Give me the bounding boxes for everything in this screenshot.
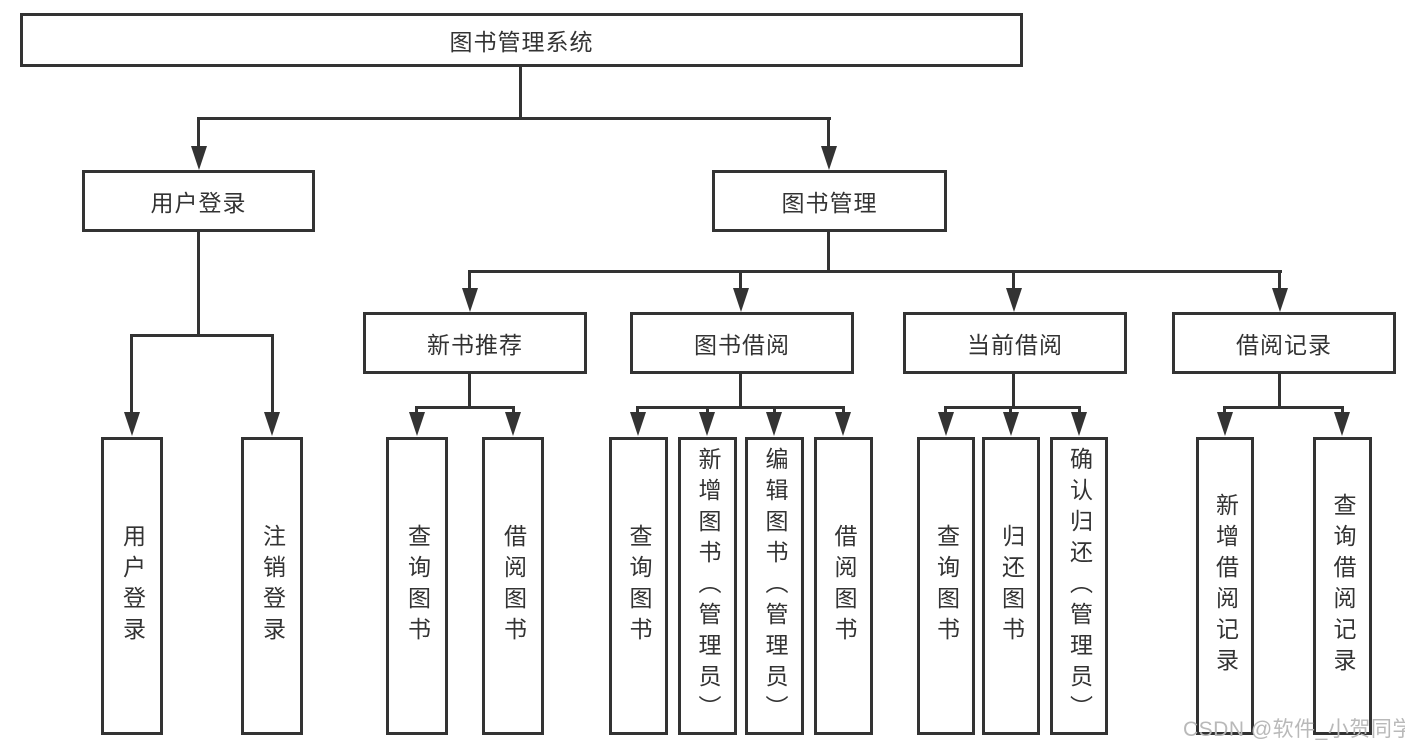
node-borrowing-records: 借阅记录 (1172, 312, 1396, 374)
connector-root-split (198, 117, 831, 120)
node-book-management: 图书管理 (712, 170, 947, 232)
connector-borrow-records-stem (1278, 374, 1281, 409)
connector-book-mgmt-split (468, 270, 1282, 273)
leaf-confirm-return-admin: 确认归还（管理员） (1050, 437, 1108, 735)
connector-to-leaf-logout (271, 334, 274, 416)
leaf-query-books-borrowing: 查询图书 (609, 437, 668, 735)
node-root: 图书管理系统 (20, 13, 1023, 67)
leaf-user-login-label: 用户登录 (119, 524, 146, 648)
arrow-to-book-management (821, 146, 837, 170)
connector-book-mgmt-stem (827, 232, 830, 273)
arrow-bb-leaf2 (699, 412, 715, 436)
arrow-to-leaf-logout (264, 412, 280, 436)
leaf-logout: 注销登录 (241, 437, 303, 735)
connector-to-new-book (468, 270, 471, 292)
leaf-add-book-admin: 新增图书（管理员） (678, 437, 737, 735)
arrow-cb-leaf3 (1071, 412, 1087, 436)
leaf-logout-label: 注销登录 (259, 524, 286, 648)
connector-new-book-stem (468, 374, 471, 409)
node-new-book-recommendation: 新书推荐 (363, 312, 587, 374)
leaf-query-books-current-label: 查询图书 (933, 524, 960, 648)
arrow-nb-leaf2 (505, 412, 521, 436)
connector-bb-leaf4 (842, 406, 845, 416)
connector-cb-leaf3 (1078, 406, 1081, 416)
node-user-login: 用户登录 (82, 170, 315, 232)
node-current-borrowing: 当前借阅 (903, 312, 1127, 374)
connector-br-leaf1 (1223, 406, 1226, 416)
connector-current-borrow-split (944, 406, 1081, 409)
arrow-to-leaf-user-login (124, 412, 140, 436)
leaf-query-books-recommend-label: 查询图书 (404, 524, 431, 648)
connector-to-user-login (197, 117, 200, 151)
connector-root-stem (519, 67, 522, 120)
leaf-return-book-label: 归还图书 (998, 524, 1025, 648)
leaf-borrow-books-recommend-label: 借阅图书 (500, 524, 527, 648)
leaf-query-borrow-record: 查询借阅记录 (1313, 437, 1372, 735)
connector-borrow-records-split (1223, 406, 1344, 409)
leaf-edit-book-admin: 编辑图书（管理员） (745, 437, 804, 735)
connector-bb-leaf3 (773, 406, 776, 416)
leaf-add-borrow-record: 新增借阅记录 (1196, 437, 1254, 735)
leaf-query-books-current: 查询图书 (917, 437, 975, 735)
arrow-br-leaf1 (1217, 412, 1233, 436)
node-root-label: 图书管理系统 (449, 29, 594, 55)
arrow-to-current-borrow (1006, 288, 1022, 312)
node-user-login-label: 用户登录 (150, 190, 247, 216)
connector-book-borrow-stem (739, 374, 742, 409)
connector-nb-leaf1 (415, 406, 418, 416)
arrow-to-borrow-records (1272, 288, 1288, 312)
connector-bb-leaf2 (706, 406, 709, 416)
node-new-book-label: 新书推荐 (427, 332, 523, 358)
connector-to-borrow-records (1278, 270, 1281, 292)
leaf-borrow-books-borrowing: 借阅图书 (814, 437, 873, 735)
connector-cb-leaf2 (1009, 406, 1012, 416)
leaf-borrow-books-recommend: 借阅图书 (482, 437, 544, 735)
node-book-borrowing: 图书借阅 (630, 312, 854, 374)
leaf-query-borrow-record-label: 查询借阅记录 (1330, 493, 1356, 679)
leaf-query-books-borrowing-label: 查询图书 (626, 524, 652, 648)
connector-nb-leaf2 (512, 406, 515, 416)
arrow-br-leaf2 (1334, 412, 1350, 436)
leaf-add-borrow-record-label: 新增借阅记录 (1212, 493, 1239, 679)
arrow-to-new-book (462, 288, 478, 312)
node-book-borrowing-label: 图书借阅 (694, 332, 790, 358)
leaf-add-book-admin-label: 新增图书（管理员） (695, 446, 721, 726)
leaf-user-login: 用户登录 (101, 437, 163, 735)
connector-to-book-borrow (739, 270, 742, 292)
arrow-bb-leaf3 (766, 412, 782, 436)
connector-current-borrow-stem (1012, 374, 1015, 409)
connector-to-current-borrow (1012, 270, 1015, 292)
connector-book-borrow-split (636, 406, 845, 409)
arrow-bb-leaf1 (630, 412, 646, 436)
connector-new-book-split (415, 406, 515, 409)
arrow-cb-leaf2 (1003, 412, 1019, 436)
arrow-cb-leaf1 (938, 412, 954, 436)
watermark: CSDN @软件_小贺同学 (1183, 718, 1405, 741)
connector-br-leaf2 (1341, 406, 1344, 416)
leaf-confirm-return-admin-label: 确认归还（管理员） (1066, 446, 1093, 726)
node-borrowing-records-label: 借阅记录 (1236, 332, 1332, 358)
leaf-return-book: 归还图书 (982, 437, 1040, 735)
connector-user-login-stem (197, 232, 200, 337)
node-current-borrowing-label: 当前借阅 (967, 332, 1063, 358)
node-book-management-label: 图书管理 (781, 190, 878, 216)
connector-cb-leaf1 (944, 406, 947, 416)
leaf-borrow-books-borrowing-label: 借阅图书 (831, 524, 857, 648)
connector-to-book-management (827, 117, 830, 151)
arrow-bb-leaf4 (835, 412, 851, 436)
connector-user-login-split (130, 334, 274, 337)
arrow-to-user-login (191, 146, 207, 170)
leaf-query-books-recommend: 查询图书 (386, 437, 448, 735)
connector-to-leaf-user-login (130, 334, 133, 416)
arrow-nb-leaf1 (409, 412, 425, 436)
leaf-edit-book-admin-label: 编辑图书（管理员） (762, 446, 788, 726)
arrow-to-book-borrow (733, 288, 749, 312)
connector-bb-leaf1 (636, 406, 639, 416)
